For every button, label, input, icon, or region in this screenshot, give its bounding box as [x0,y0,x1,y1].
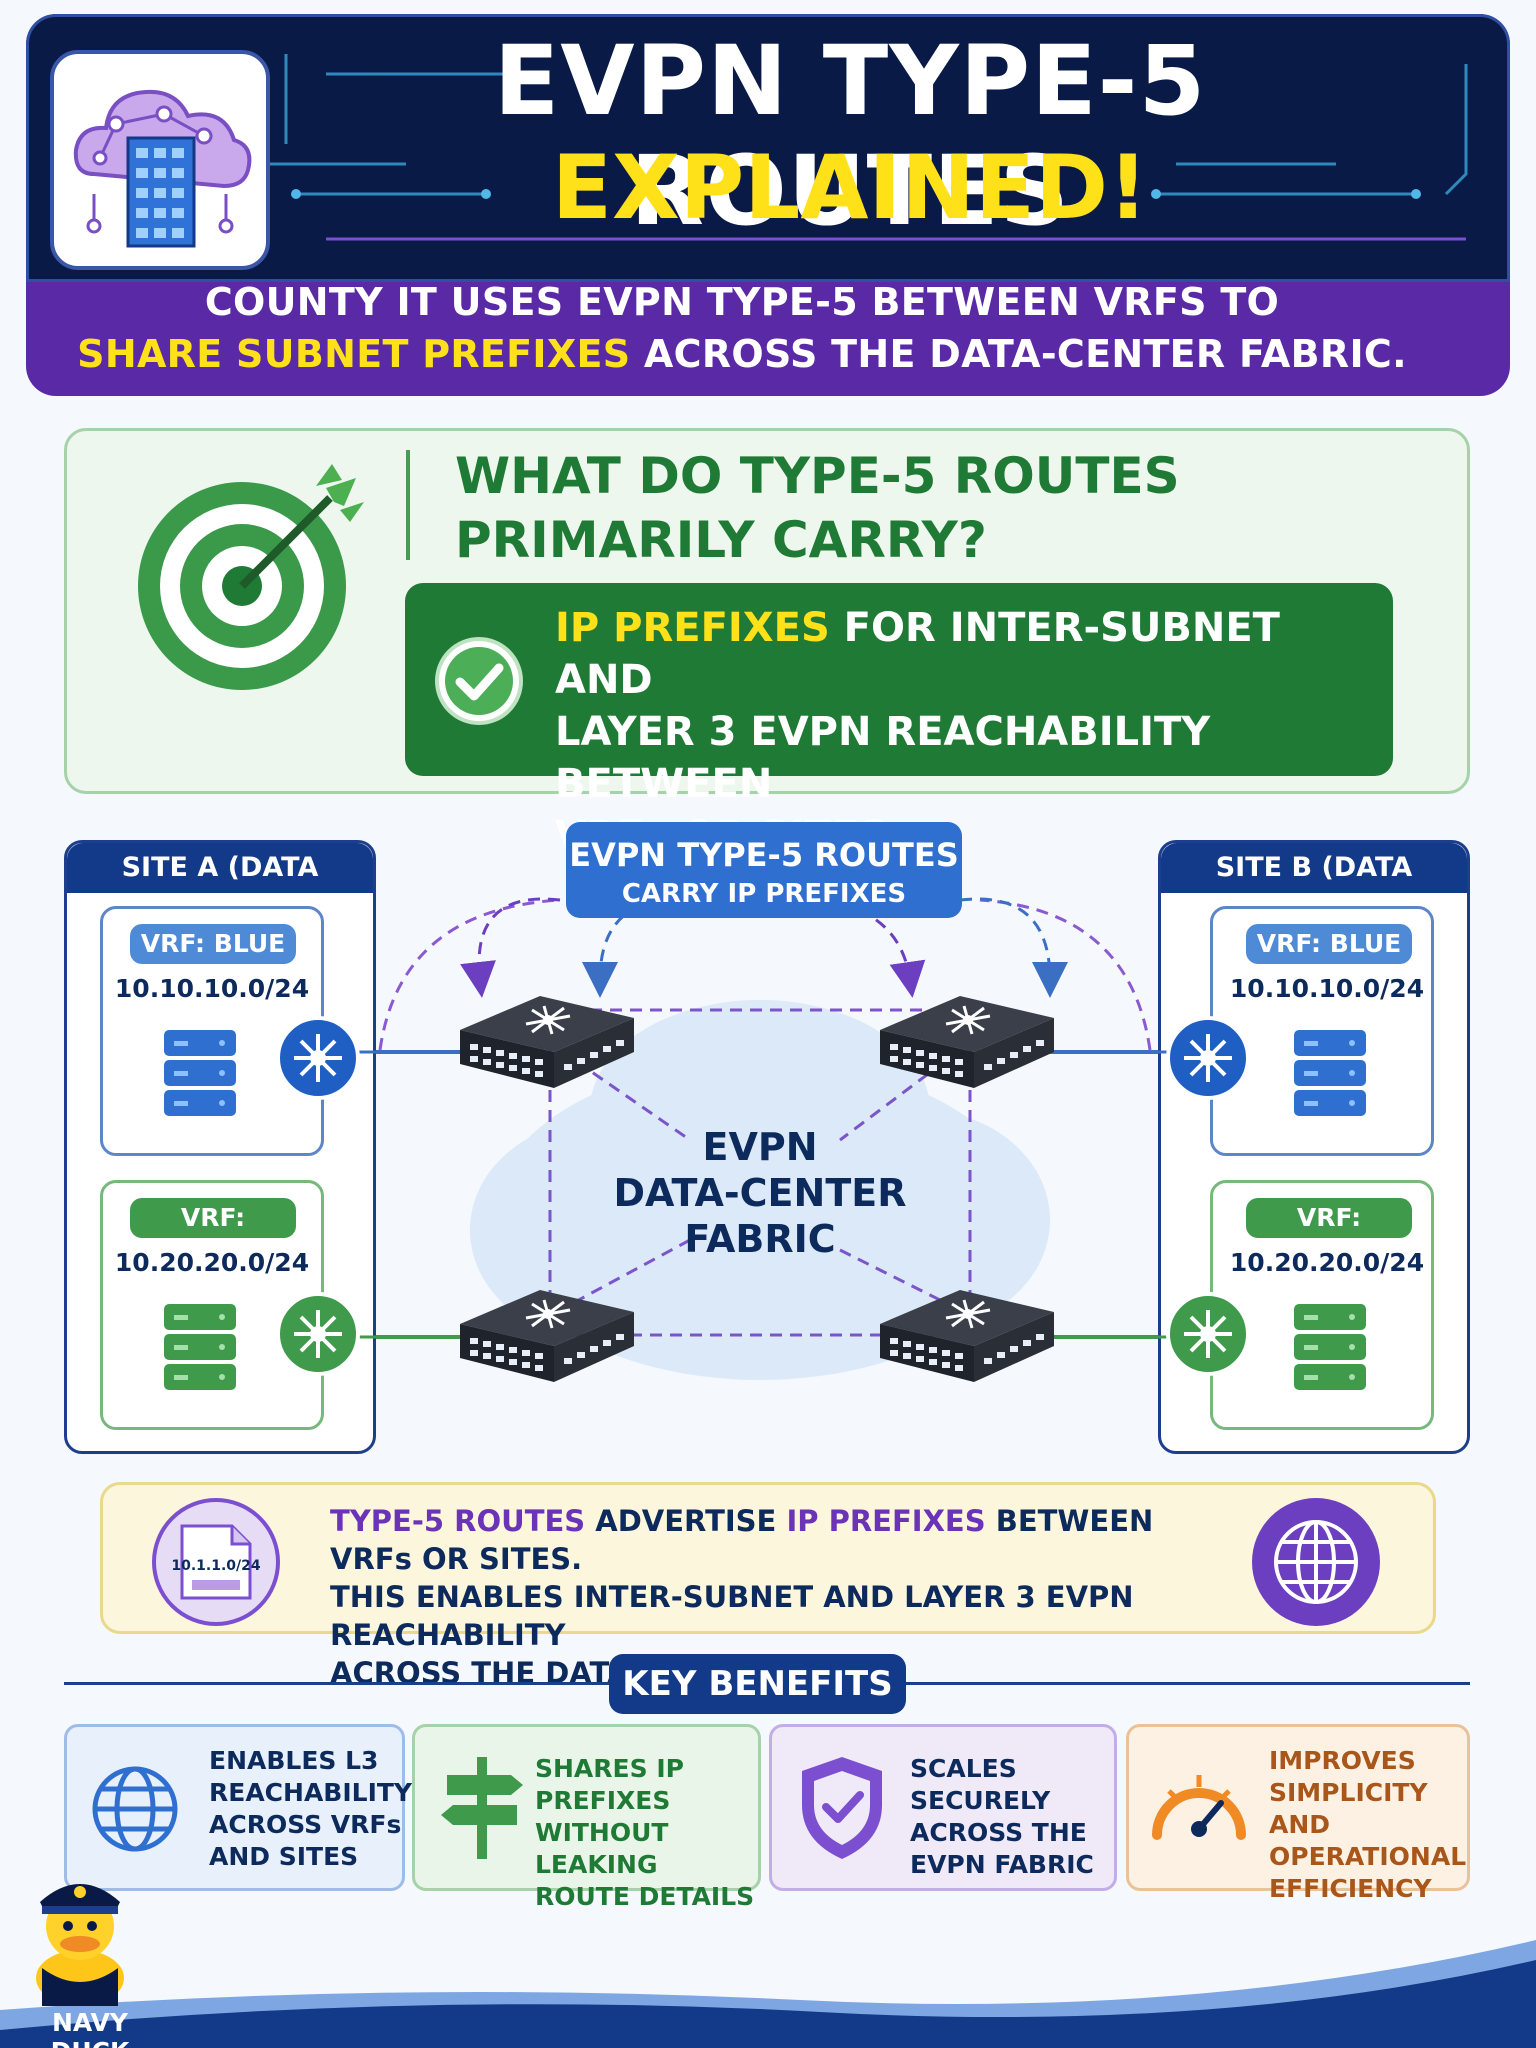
benefit-1-line-2: REACHABILITY [209,1778,413,1807]
site-a-blue-server-icon [164,1030,236,1116]
main-title-explained: EXPLAINED! [551,136,1149,239]
site-b-green-hub-icon [1166,1292,1250,1376]
info-line-1-mid: ADVERTISE [585,1504,787,1538]
site-a-vrf-green-prefix: 10.20.20.0/24 [114,1248,310,1277]
info-line-1-end: BETWEEN VRFs OR SITES. [330,1504,1154,1576]
main-title: EVPN TYPE-5 ROUTES [493,25,1207,247]
subtitle-highlight: SHARE SUBNET PREFIXES [77,332,631,376]
benefit-1-line-4: AND SITES [209,1842,359,1871]
fabric-diagram: EVPN TYPE-5 ROUTES CARRY IP PREFIXES EVP… [164,822,1366,1390]
question-line-1: WHAT DO TYPE-5 ROUTES [455,447,1180,505]
fabric-label-line-1: EVPN [702,1125,817,1169]
signpost-icon [441,1757,523,1859]
target-icon [138,464,364,690]
benefit-card-reachability: ENABLES L3 REACHABILITY ACROSS VRFs AND … [64,1724,412,1891]
site-a-blue-hub-icon [276,1016,360,1100]
header-subtitle: COUNTY IT USES EVPN TYPE-5 BETWEEN VRFS … [40,276,1444,380]
fabric-cloud [470,1000,1050,1380]
site-b-vrf-green-prefix: 10.20.20.0/24 [1229,1248,1425,1277]
header-title-panel [26,14,1510,282]
shield-check-icon [802,1757,882,1859]
site-a-vrf-blue-label: VRF: BLUE [130,924,296,964]
type5-callout [566,822,962,918]
benefit-text-2: SHARES IP PREFIXES WITHOUT LEAKING ROUTE… [535,1753,758,1913]
benefit-4-line-3: OPERATIONAL [1269,1842,1467,1871]
question-divider [406,450,410,560]
benefits-title: KEY BENEFITS [609,1654,906,1714]
benefit-text-1: ENABLES L3 REACHABILITY ACROSS VRFs AND … [209,1745,412,1873]
answer-box [405,583,1393,776]
benefit-2-line-3: ROUTE DETAILS [535,1882,755,1911]
subtitle-line-1: COUNTY IT USES EVPN TYPE-5 BETWEEN VRFS … [204,280,1280,324]
site-b-vrf-blue-label: VRF: BLUE [1246,924,1412,964]
info-panel [100,1482,1436,1634]
header-banner [26,14,1510,396]
gauge-icon [1152,1775,1246,1840]
site-b-blue-server-icon [1294,1030,1366,1116]
question-title: WHAT DO TYPE-5 ROUTES PRIMARILY CARRY? [455,444,1455,572]
subtitle-line-2: SHARE SUBNET PREFIXES ACROSS THE DATA-CE… [40,328,1444,380]
fabric-label-line-3: FABRIC [684,1217,835,1261]
benefit-card-security: SCALES SECURELY ACROSS THE EVPN FABRIC [769,1724,1117,1891]
answer-highlight: IP PREFIXES [555,605,830,651]
site-b-green-server-icon [1294,1304,1366,1390]
benefit-3-line-1: SCALES SECURELY [910,1754,1051,1815]
benefit-4-line-2: SIMPLICITY AND [1269,1778,1428,1839]
cloud-building-icon [73,89,252,248]
switch-bottom-right-icon [880,1290,1054,1382]
benefit-3-line-2: ACROSS THE [910,1818,1087,1847]
globe-icon [1252,1498,1380,1626]
benefit-3-line-3: EVPN FABRIC [910,1850,1094,1879]
globe-icon [92,1766,178,1852]
footer-wave [0,1940,1536,2048]
benefit-2-line-2: WITHOUT LEAKING [535,1818,669,1879]
benefit-1-line-1: ENABLES L3 [209,1746,379,1775]
answer-line-2: LAYER 3 EVPN REACHABILITY BETWEEN [555,709,1211,807]
switch-top-right-icon [880,996,1054,1088]
answer-line-1-rest: FOR INTER-SUBNET AND [555,605,1280,703]
benefit-4-line-1: IMPROVES [1269,1746,1416,1775]
switch-top-left-icon [460,996,634,1088]
benefit-card-prefixes: SHARES IP PREFIXES WITHOUT LEAKING ROUTE… [412,1724,761,1911]
info-line-1: TYPE-5 ROUTES ADVERTISE IP PREFIXES BETW… [330,1502,1230,1578]
document-prefix-icon: 10.1.1.0/24 [152,1498,280,1626]
site-a-green-server-icon [164,1304,236,1390]
logo-box [50,50,270,270]
info-highlight-type5: TYPE-5 ROUTES [330,1504,586,1538]
check-circle-icon [435,637,523,725]
site-b-vrf-green-label: VRF: GREEN [1246,1198,1412,1272]
subtitle-line-2-rest: ACROSS THE DATA-CENTER FABRIC. [630,332,1407,376]
info-line-2: THIS ENABLES INTER-SUBNET AND LAYER 3 EV… [330,1580,1134,1652]
site-a-vrf-blue-prefix: 10.10.10.0/24 [114,974,310,1003]
info-highlight-ip: IP PREFIXES [786,1504,986,1538]
site-a-vrf-green-label: VRF: GREEN [130,1198,296,1272]
site-b-blue-hub-icon [1166,1016,1250,1100]
callout-line-2: CARRY IP PREFIXES [622,879,906,909]
callout-line-1: EVPN TYPE-5 ROUTES [569,836,959,874]
site-a-green-hub-icon [276,1292,360,1376]
answer-line-1: IP PREFIXES FOR INTER-SUBNET AND [555,602,1375,706]
question-line-2: PRIMARILY CARRY? [455,511,987,569]
brand-label: NAVY DUCK [51,2008,130,2048]
benefit-text-3: SCALES SECURELY ACROSS THE EVPN FABRIC [910,1753,1114,1881]
benefit-2-line-1: SHARES IP PREFIXES [535,1754,684,1815]
navy-duck-mascot-icon [36,1884,124,2006]
fabric-label-line-2: DATA-CENTER [614,1171,907,1215]
site-b-vrf-blue-prefix: 10.10.10.0/24 [1229,974,1425,1003]
document-prefix: 10.1.1.0/24 [171,1558,261,1574]
header-circuit-decoration [266,54,1468,241]
switch-bottom-left-icon [460,1290,634,1382]
benefit-card-efficiency: IMPROVES SIMPLICITY AND OPERATIONAL EFFI… [1126,1724,1470,1903]
benefit-text-4: IMPROVES SIMPLICITY AND OPERATIONAL EFFI… [1269,1745,1467,1905]
benefit-4-line-4: EFFICIENCY [1269,1874,1432,1903]
benefit-1-line-3: ACROSS VRFs [209,1810,402,1839]
